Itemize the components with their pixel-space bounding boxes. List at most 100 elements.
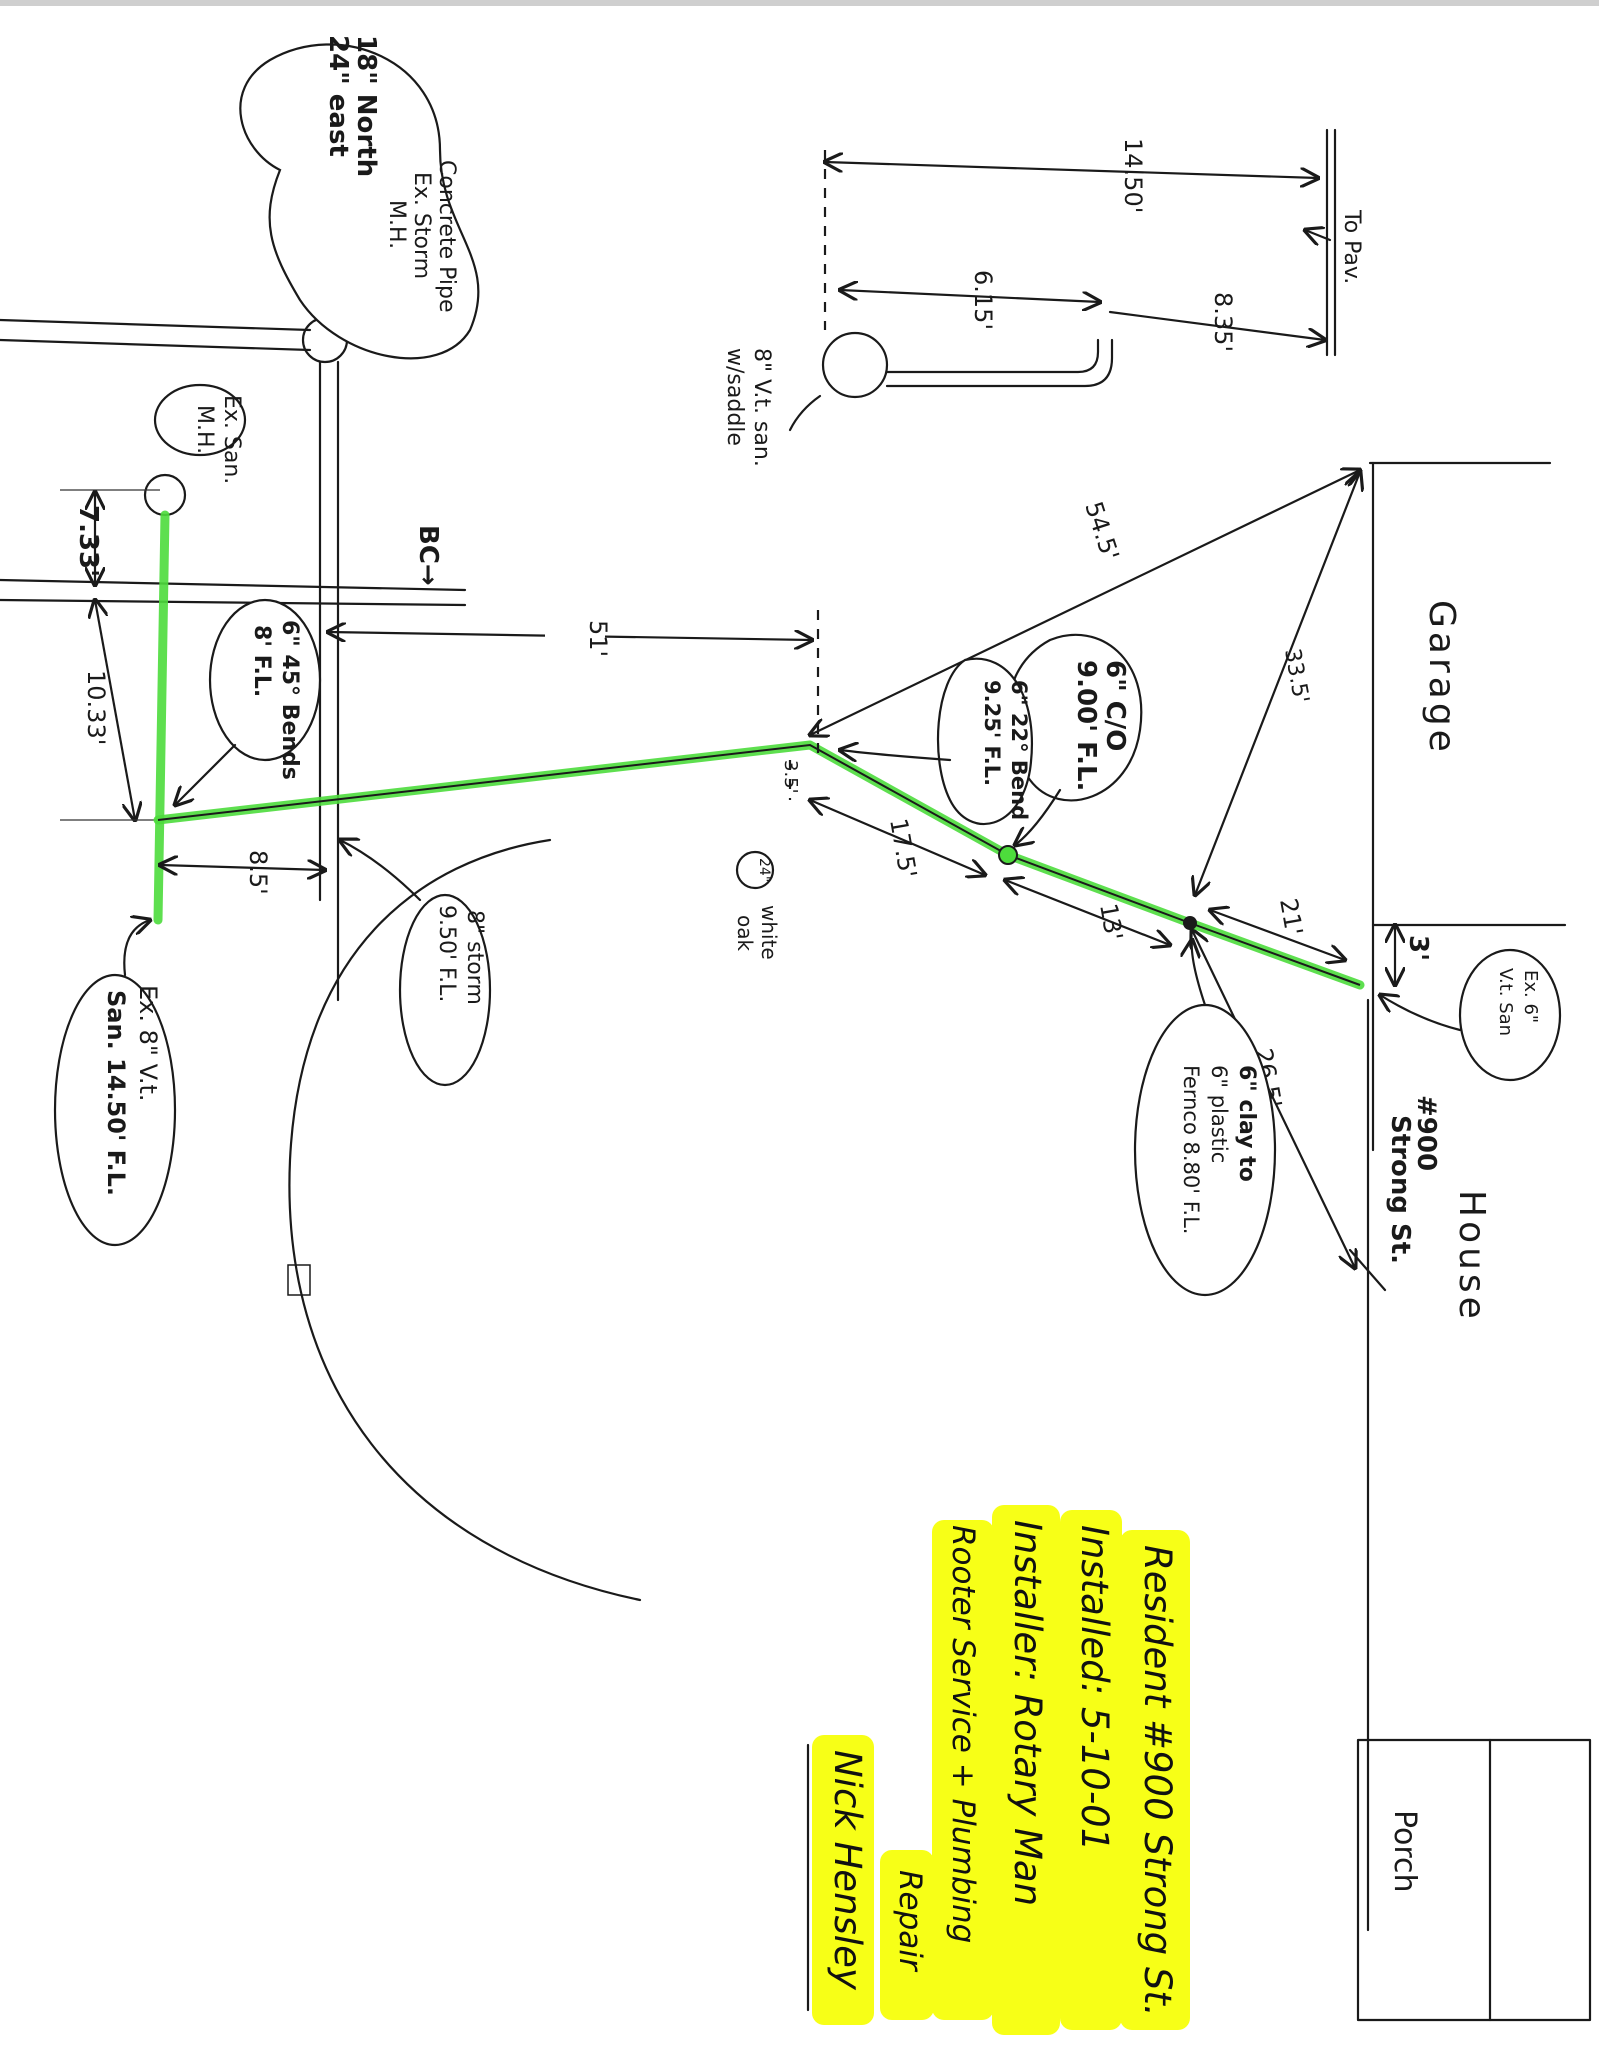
bend-45-leader [175,743,237,805]
ex-6-leader [1380,995,1462,1032]
dim-line-14-50 [825,162,1318,178]
driveway-curve [288,838,642,1602]
note-highlight-6 [812,1735,874,2025]
vit-saddle-leader [788,394,822,432]
house-corner-tick [1348,1248,1387,1292]
oak-tree-symbol [735,850,775,890]
bend-22-label-2: 9.25' F.L. [980,680,1004,786]
san-mh-label-2: M.H. [192,405,217,454]
cleanout-label-1: 6" C/O [1100,660,1130,751]
storm-mh-label-4: Ex. Storm [409,172,434,279]
bend-22-leader [840,750,952,760]
cleanout-label-2: 9.00' F.L. [1071,660,1101,791]
service-riser-pipe [885,338,1114,388]
storm-8-leader [340,840,422,902]
house-label: House [1451,1190,1492,1323]
note-highlight-3 [992,1505,1060,2035]
bend-45-label-2: 8' F.L. [249,625,274,697]
bend-45-label-1: 6" 45° Bends [277,620,302,780]
to-pav-label: To Pav. [1339,209,1364,284]
storm-8-label-1: 8" storm [462,910,487,1005]
san-mh-label-1: Ex. San. [219,395,244,484]
bend-22-label-1: 6" 22° Bend [1007,680,1031,820]
note-highlight-1 [1120,1530,1190,2030]
dim-3: 3' [1403,935,1433,961]
storm-mh-label-1: 18" North [351,35,381,177]
note-line-1: Resident #900 Strong St. [1136,1545,1179,2017]
dim-51: 51' [584,620,612,657]
note-line-6: Nick Hensley [826,1750,869,1991]
to-pav-arrow [1305,230,1332,240]
dim-line-13 [1005,880,1170,945]
ex-sanitary-label-1: Ex. 8" V.t. [134,985,162,1102]
fernco-label-3: Fernco 8.80' F.L. [1179,1065,1203,1234]
dim-line-21 [1210,910,1345,960]
ex-6-callout [1458,948,1562,1082]
porch-outline [1356,1738,1592,2022]
fernco-fitting [1183,916,1197,930]
san-mh-callout [153,383,247,457]
sanitary-main-highlight [153,510,170,925]
bend-22-callout [936,657,1034,826]
dim-line-6-15 [840,290,1100,302]
dim-10-33: 10.33' [82,670,110,745]
note-line-4: Rooter Service + Plumbing [945,1525,981,1943]
vit-saddle-label-2: w/saddle [722,348,747,446]
dim-line-10-33 [95,600,135,820]
oak-label-1: white [757,905,781,960]
dim-8-5: 8.5' [244,850,272,895]
dim-54-5: 54.5' [1079,498,1124,564]
dim-line-26-5 [1192,930,1355,1268]
dim-14-50: 14.50' [1119,138,1147,213]
storm-8-callout [398,893,492,1087]
dim-51-gap [545,610,605,660]
note-line-5: Repair [892,1870,928,1973]
garage-label: Garage [1421,600,1462,756]
dim-8-35: 8.35' [1209,292,1237,352]
bend-22-fitting [998,845,1018,865]
cleanout-leader [1015,788,1062,845]
storm-8-label-2: 9.50' F.L. [434,905,459,1002]
dim-17-5: 17.5' [884,816,922,880]
fernco-label-1: 6" clay to [1234,1065,1259,1182]
dim-3-5: 3.5' [780,760,801,794]
fernco-label-2: 6" plastic [1207,1065,1231,1163]
dim-line-8-5 [160,865,325,870]
curb-line-2 [0,598,467,607]
porch-label: Porch [1387,1810,1422,1893]
oak-label-2: oak [733,915,757,951]
ex-6-label-2: V.t. San [1495,968,1516,1036]
paper-edge [0,0,1599,6]
bend-45-callout [208,598,322,762]
dim-7-33: 7.33' [73,505,103,577]
ex-sanitary-label-2: San. 14.50' F.L. [102,990,130,1196]
oak-circle-label: 24" [756,858,772,882]
note-highlight-4 [932,1520,994,2020]
address-label-1: #900 [1411,1095,1441,1171]
dim-line-17-5 [810,800,985,875]
dim-line-33-5 [1195,472,1360,895]
ex-sanitary-leader [123,920,150,977]
installation-note: Resident #900 Strong St. Installed: 5-10… [806,1505,1190,2035]
note-line-3: Installer: Rotary Man [1006,1520,1049,1906]
storm-main-pipe-edge-1 [0,318,312,332]
dim-13: 13' [1094,901,1128,942]
sanitary-manhole [143,473,187,517]
curb-line-1 [0,578,467,592]
ex-sanitary-callout [53,973,177,1247]
storm-mh-label-3: Concrete Pipe [434,160,459,313]
dim-21: 21' [1274,896,1308,937]
dim-line-8-35 [1108,310,1325,340]
meter-box [287,1264,311,1296]
ex-6-label-1: Ex. 6" [1520,970,1541,1023]
saddle-tap-circle [821,331,889,399]
vit-saddle-label-1: 8" V.t. san. [749,348,774,467]
dim-33-5: 33.5' [1279,647,1313,706]
fernco-leader [1192,940,1207,1007]
note-line-2: Installed: 5-10-01 [1073,1525,1116,1851]
bc-label: BC→ [413,525,443,586]
storm-mh-callout [239,43,480,360]
address-label-2: Strong St. [1385,1115,1415,1264]
